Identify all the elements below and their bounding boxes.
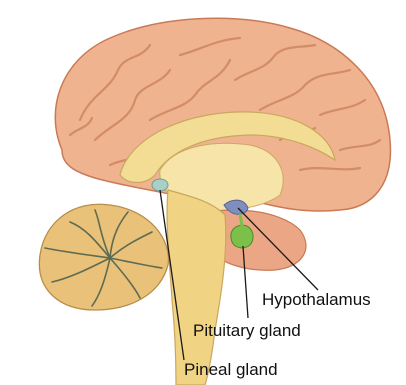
pineal-label: Pineal gland bbox=[184, 360, 278, 379]
pituitary-label: Pituitary gland bbox=[193, 321, 301, 340]
pituitary-stalk bbox=[240, 214, 242, 226]
cerebellum bbox=[39, 204, 168, 310]
hypothalamus-label: Hypothalamus bbox=[262, 290, 371, 309]
pituitary-gland bbox=[231, 225, 253, 248]
brainstem bbox=[167, 190, 226, 385]
pineal-gland bbox=[152, 179, 168, 191]
